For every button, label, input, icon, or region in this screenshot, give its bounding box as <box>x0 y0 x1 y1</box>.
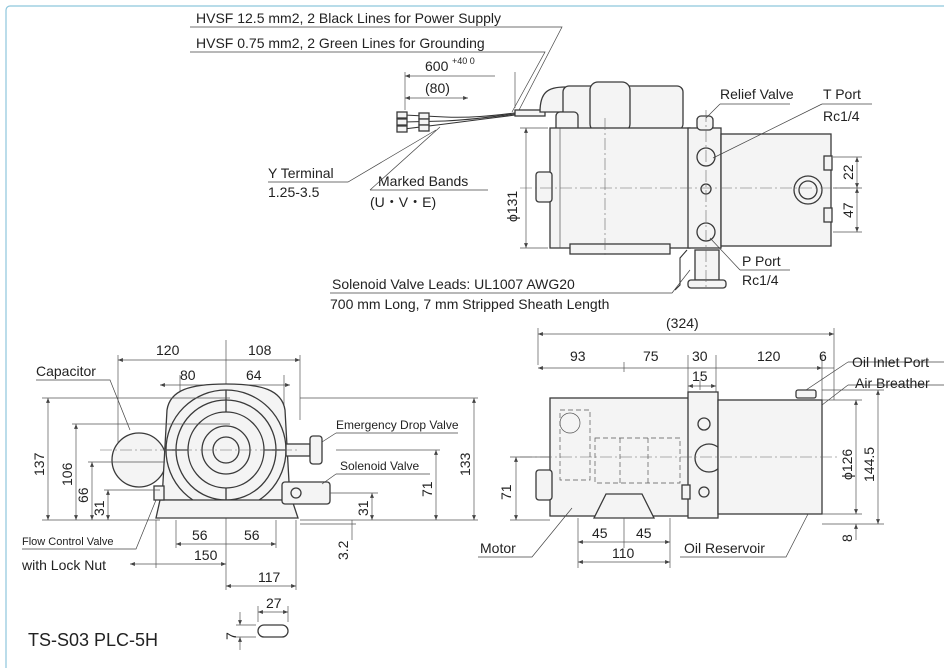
flow-control-valve-label: Flow Control Valve <box>22 536 114 548</box>
reservoir-height-dim: 144.5 <box>861 447 877 482</box>
capacitor-height-dim: 106 <box>59 462 75 486</box>
body-diameter-dim: ϕ131 <box>504 191 520 222</box>
emergency-drop-valve-label: Emergency Drop Valve <box>336 418 459 432</box>
model-title: TS-S03 PLC-5H <box>28 630 158 650</box>
slot-length-dim: 27 <box>266 595 282 611</box>
right-width-dim: 108 <box>248 342 272 358</box>
solenoid-leads-label: Solenoid Valve Leads: UL1007 AWG20 <box>332 276 575 292</box>
drawing-frame <box>5 5 944 668</box>
foot-height-31-dim: 31 <box>91 500 107 516</box>
base-offset-dim: 3.2 <box>335 540 351 560</box>
foot-half-left-dim: 56 <box>192 527 208 543</box>
overall-height-dim: 137 <box>31 452 47 476</box>
marked-bands-spec: (U・V・E) <box>370 194 436 210</box>
relief-valve-label: Relief Valve <box>720 86 794 102</box>
base-left-dim: 150 <box>194 547 218 563</box>
end-offset-dim: 6 <box>819 348 827 364</box>
p-port-thread: Rc1/4 <box>742 272 779 288</box>
solenoid-leads-spec: 700 mm Long, 7 mm Stripped Sheath Length <box>330 296 609 312</box>
t-port-thread: Rc1/4 <box>823 108 860 124</box>
right-inner-width-dim: 64 <box>246 367 262 383</box>
shaft-height-71-dim: 71 <box>419 481 435 497</box>
block-half-dim: 15 <box>692 368 708 384</box>
mounting-slot-detail <box>236 606 289 650</box>
top-view <box>190 26 872 294</box>
air-breather-label: Air Breather <box>855 375 930 391</box>
t-port-offset-dim: 22 <box>840 164 856 180</box>
p-port-offset-dim: 47 <box>840 202 856 218</box>
y-terminal-spec: 1.25-3.5 <box>268 184 320 200</box>
base-right-dim: 117 <box>258 569 281 585</box>
p-port-label: P Port <box>742 253 781 269</box>
reservoir-clearance-dim: 8 <box>839 534 855 542</box>
lead-strip-dim: (80) <box>425 80 450 96</box>
grounding-label: HVSF 0.75 mm2, 2 Green Lines for Groundi… <box>196 35 485 51</box>
side-view <box>478 328 944 568</box>
t-port-label: T Port <box>823 86 861 102</box>
right-height-dim: 133 <box>457 452 473 476</box>
capacitor-label: Capacitor <box>36 363 96 379</box>
y-terminal-label: Y Terminal <box>268 165 334 181</box>
solenoid-height-dim: 31 <box>355 500 371 516</box>
lead-length-dim: 600 <box>425 58 449 74</box>
foot-span-dim: 110 <box>612 545 635 561</box>
solenoid-valve-label: Solenoid Valve <box>340 459 419 473</box>
slot-width-dim: 7 <box>223 632 239 640</box>
front-view <box>22 340 478 590</box>
reservoir-diameter-dim: ϕ126 <box>839 449 855 480</box>
motor-label: Motor <box>480 540 516 556</box>
marked-bands-label: Marked Bands <box>378 173 468 189</box>
motor-length-dim: 93 <box>570 348 586 364</box>
foot-half-right-dim: 56 <box>244 527 260 543</box>
overall-length-dim: (324) <box>666 315 699 331</box>
oil-reservoir-label: Oil Reservoir <box>684 540 765 556</box>
oil-inlet-port-label: Oil Inlet Port <box>852 354 929 370</box>
foot-right-dim: 45 <box>636 525 652 541</box>
mid-length-dim: 75 <box>643 348 659 364</box>
reservoir-length-dim: 120 <box>757 348 781 364</box>
side-shaft-height-dim: 71 <box>498 484 514 500</box>
block-width-dim: 30 <box>692 348 708 364</box>
shaft-height-66-dim: 66 <box>75 487 91 503</box>
flow-control-valve-label-2: with Lock Nut <box>21 557 106 573</box>
foot-left-dim: 45 <box>592 525 608 541</box>
lead-length-tolerance: +40 0 <box>452 56 475 66</box>
power-supply-label: HVSF 12.5 mm2, 2 Black Lines for Power S… <box>196 10 501 26</box>
left-inner-width-dim: 80 <box>180 367 196 383</box>
left-width-dim: 120 <box>156 342 180 358</box>
